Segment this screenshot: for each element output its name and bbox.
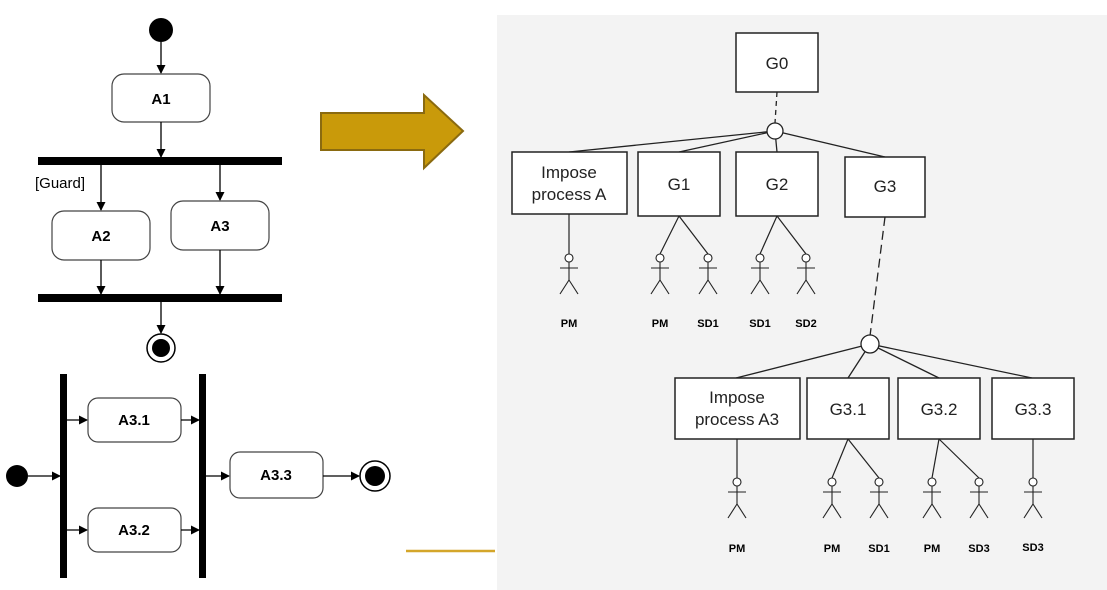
goal-g3-1-label: G3.1	[830, 400, 867, 419]
role-label: SD1	[697, 318, 718, 330]
action-a3-3-label: A3.3	[260, 467, 292, 484]
refinement-link	[869, 343, 940, 379]
and-refinement-node	[860, 334, 880, 354]
refinement-link	[774, 91, 778, 124]
initial-node	[149, 18, 173, 42]
goal-impose-process-a3	[674, 377, 801, 440]
goal-g1-label: G1	[668, 175, 691, 194]
role-label: PM	[652, 318, 669, 330]
action-a2-label: A2	[91, 228, 110, 245]
refinement-link	[774, 130, 886, 158]
role-label: SD3	[968, 543, 989, 555]
goal-g0	[735, 32, 819, 93]
agent-pm-icon	[650, 253, 670, 295]
fork-bar	[38, 157, 282, 165]
final-node-core	[152, 339, 170, 357]
responsibility-link	[931, 438, 940, 479]
goal-impose-process-a3-line2: process A3	[695, 410, 779, 429]
responsibility-link	[847, 438, 880, 479]
initial-node	[6, 465, 28, 487]
goal-g2-label: G2	[766, 175, 789, 194]
responsibility-link	[831, 438, 849, 479]
goal-tree: G0 Impose process A G1 G2 G3	[511, 32, 1075, 555]
goal-tree-panel	[497, 15, 1107, 590]
refinement-link	[678, 130, 776, 153]
agent-pm-icon	[559, 253, 579, 295]
goal-g3-1	[806, 377, 890, 440]
goal-g3-3-label: G3.3	[1015, 400, 1052, 419]
role-label: PM	[824, 543, 841, 555]
role-label: PM	[561, 318, 578, 330]
role-label: PM	[729, 543, 746, 555]
join-bar	[38, 294, 282, 302]
responsibility-link	[659, 215, 680, 255]
action-a1-label: A1	[151, 91, 170, 108]
responsibility-link	[759, 215, 778, 255]
agent-sd3-icon	[1023, 477, 1043, 519]
goal-g0-label: G0	[766, 54, 789, 73]
goal-impose-process-a	[511, 151, 628, 215]
role-label: SD1	[749, 318, 770, 330]
goal-g3-2-label: G3.2	[921, 400, 958, 419]
activity-diagram-bottom: A3.1 A3.2 A3.3	[6, 374, 391, 578]
role-label: PM	[924, 543, 941, 555]
goal-g1	[637, 151, 721, 217]
responsibility-link	[938, 438, 980, 479]
join-bar-vertical	[199, 374, 206, 578]
refinement-link	[869, 216, 886, 337]
refinement-link	[735, 343, 871, 379]
agent-pm-icon	[727, 477, 747, 519]
goal-g3-3	[991, 377, 1075, 440]
goal-impose-process-a3-line1: Impose	[709, 388, 765, 407]
agent-sd1-icon	[698, 253, 718, 295]
goal-g2	[735, 151, 819, 217]
agent-sd2-icon	[796, 253, 816, 295]
agent-sd1-icon	[869, 477, 889, 519]
fork-bar-vertical	[60, 374, 67, 578]
action-a3-2-label: A3.2	[118, 522, 150, 539]
goal-g3-label: G3	[874, 177, 897, 196]
goal-g3-2	[897, 377, 981, 440]
agent-sd3-icon	[969, 477, 989, 519]
transform-arrow-icon	[320, 92, 465, 171]
responsibility-link	[678, 215, 709, 255]
role-label: SD2	[795, 318, 816, 330]
final-node-core	[365, 466, 385, 486]
responsibility-link	[776, 215, 807, 255]
guard-label: [Guard]	[35, 175, 85, 192]
action-a3-label: A3	[210, 218, 229, 235]
goal-impose-process-a-line1: Impose	[541, 163, 597, 182]
role-label: SD3	[1022, 542, 1043, 554]
activity-diagram-top: A1 [Guard] A2 A3	[35, 18, 282, 363]
refinement-link	[568, 130, 776, 153]
and-refinement-node	[766, 122, 784, 140]
agent-pm-icon	[822, 477, 842, 519]
refinement-link	[869, 343, 1033, 379]
agent-sd1-icon	[750, 253, 770, 295]
role-label: SD1	[868, 543, 889, 555]
agent-pm-icon	[922, 477, 942, 519]
action-a3-3	[229, 451, 324, 499]
goal-g3	[844, 156, 926, 218]
action-a3-1-label: A3.1	[118, 412, 150, 429]
goal-impose-process-a-line2: process A	[532, 185, 607, 204]
